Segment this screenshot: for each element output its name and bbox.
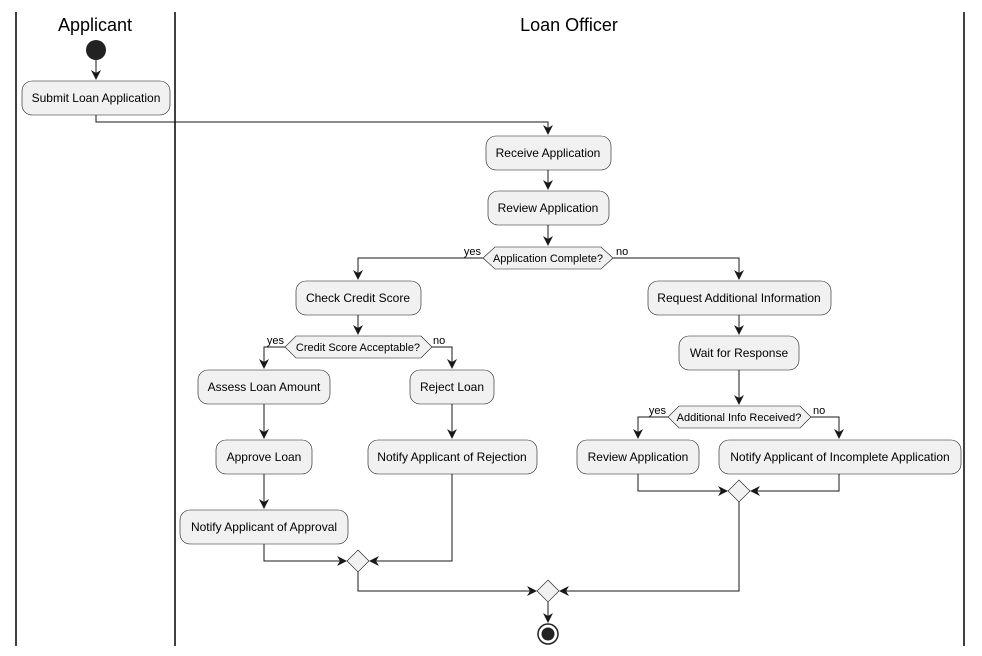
activity-label: Notify Applicant of Approval (191, 520, 337, 534)
lane-title-applicant: Applicant (58, 15, 132, 35)
decision-credit-score-acceptable: Credit Score Acceptable? (284, 335, 433, 359)
decision-label: Additional Info Received? (677, 412, 802, 424)
activity-label: Review Application (498, 201, 599, 215)
edge-credit-no (432, 346, 457, 369)
edge-credit-yes (259, 346, 285, 369)
activity-notify-incomplete: Notify Applicant of Incomplete Applicati… (718, 439, 962, 475)
activity-submit-loan-application: Submit Loan Application (21, 80, 171, 116)
edge-approval-merge (263, 544, 347, 566)
branch-label-no: no (616, 246, 628, 258)
activity-label: Check Credit Score (306, 291, 410, 305)
activity-label: Notify Applicant of Incomplete Applicati… (730, 450, 949, 464)
branch-label-yes: yes (649, 405, 667, 417)
activity-receive-application: Receive Application (485, 135, 612, 171)
branch-label-no: no (433, 335, 445, 347)
lane-title-loan-officer: Loan Officer (520, 15, 618, 35)
activity-review-application-2: Review Application (576, 439, 700, 475)
activity-assess-loan-amount: Assess Loan Amount (197, 369, 331, 405)
edge-complete-yes (353, 257, 483, 280)
edge-credit-merge-final (357, 572, 537, 596)
activity-review-application: Review Application (487, 190, 610, 226)
activity-notify-approval: Notify Applicant of Approval (179, 509, 349, 545)
edge-review2-merge (637, 474, 728, 496)
decision-label: Credit Score Acceptable? (296, 342, 420, 354)
end-node (537, 623, 559, 645)
edge-info-no (811, 416, 844, 439)
activity-label: Approve Loan (227, 450, 302, 464)
edge-complete-no (613, 257, 744, 280)
activity-label: Notify Applicant of Rejection (377, 450, 526, 464)
activity-label: Review Application (588, 450, 689, 464)
merge-diamond-credit (346, 549, 370, 573)
edge-incomplete-merge (750, 474, 840, 496)
activity-check-credit-score: Check Credit Score (295, 280, 422, 316)
decision-label: Application Complete? (493, 253, 603, 265)
activity-label: Submit Loan Application (32, 91, 161, 105)
activity-notify-rejection: Notify Applicant of Rejection (367, 439, 538, 475)
activity-label: Receive Application (496, 146, 601, 160)
edge-submit-receive (95, 115, 553, 135)
activity-label: Reject Loan (420, 380, 484, 394)
start-node (86, 40, 106, 60)
activity-wait-for-response: Wait for Response (678, 335, 800, 371)
decision-application-complete: Application Complete? (482, 246, 614, 270)
branch-label-no: no (813, 405, 825, 417)
branch-label-yes: yes (267, 335, 285, 347)
decision-additional-info-received: Additional Info Received? (667, 405, 812, 429)
activity-request-additional-information: Request Additional Information (647, 280, 832, 316)
activity-reject-loan: Reject Loan (409, 369, 495, 405)
activity-label: Assess Loan Amount (208, 380, 321, 394)
activity-approve-loan: Approve Loan (215, 439, 313, 475)
edge-info-yes (633, 416, 668, 439)
branch-label-yes: yes (464, 246, 482, 258)
edge-rejection-merge (369, 474, 453, 566)
merge-diamond-final (536, 579, 560, 603)
activity-label: Wait for Response (690, 346, 789, 360)
activity-label: Request Additional Information (657, 291, 820, 305)
merge-diamond-info (727, 479, 751, 503)
edge-info-merge-final (559, 502, 740, 596)
